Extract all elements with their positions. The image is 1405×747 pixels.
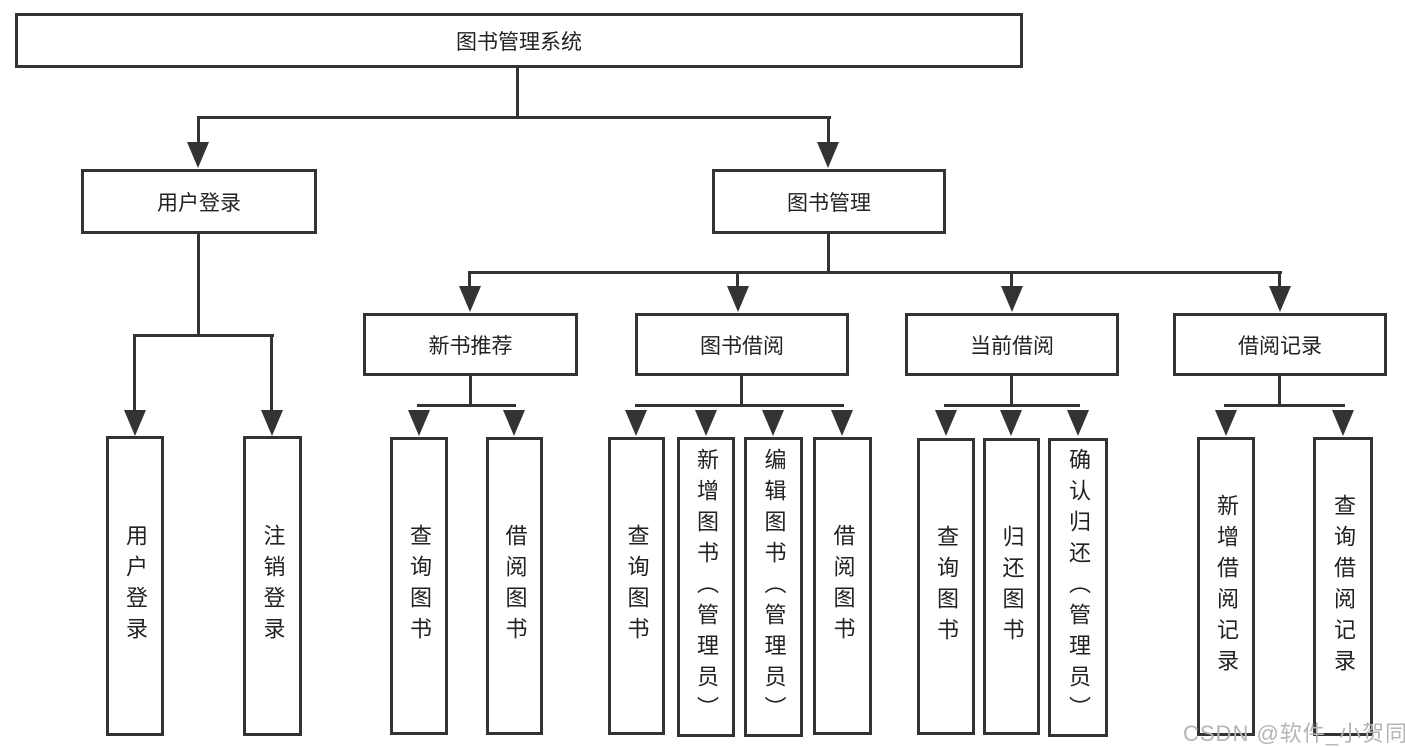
node-book-borrowing: 图书借阅: [635, 313, 849, 376]
arrow-down-icon: [1000, 410, 1022, 436]
leaf-borrowing-add-books-admin: 新增图书（管理员）: [677, 437, 735, 737]
connector-stem: [740, 376, 743, 406]
node-library-system: 图书管理系统: [15, 13, 1023, 68]
arrow-down-icon: [124, 410, 146, 436]
arrow-down-icon: [1001, 286, 1023, 312]
connector-rail: [133, 334, 274, 337]
connector-rail: [1224, 404, 1345, 407]
connector-stem: [197, 119, 200, 145]
leaf-user-login: 用户登录: [106, 436, 164, 736]
arrow-down-icon: [1067, 410, 1089, 436]
connector-stem: [827, 234, 830, 274]
leaf-current-return-books: 归还图书: [983, 438, 1040, 735]
connector-level2-rail: [468, 271, 1282, 274]
arrow-down-icon: [261, 410, 283, 436]
connector-rail: [417, 404, 516, 407]
arrow-down-icon: [831, 410, 853, 436]
leaf-records-add-record: 新增借阅记录: [1197, 437, 1255, 736]
arrow-down-icon: [1215, 410, 1237, 436]
connector-stem: [469, 376, 472, 406]
leaf-recommend-borrow-books: 借阅图书: [486, 437, 543, 735]
connector-stem: [133, 337, 136, 411]
connector-stem: [1278, 376, 1281, 406]
connector-level1-rail: [197, 116, 831, 119]
leaf-logout: 注销登录: [243, 436, 302, 736]
connector-stem: [197, 234, 200, 336]
leaf-current-confirm-return-admin: 确认归还（管理员）: [1048, 438, 1108, 737]
leaf-records-query-record: 查询借阅记录: [1313, 437, 1373, 736]
arrow-down-icon: [503, 410, 525, 436]
arrow-down-icon: [1332, 410, 1354, 436]
arrow-down-icon: [817, 142, 839, 168]
connector-stem: [1010, 376, 1013, 406]
csdn-watermark: CSDN @软件_小贺同学: [1183, 721, 1405, 746]
connector-stem: [270, 337, 273, 411]
leaf-borrowing-edit-books-admin: 编辑图书（管理员）: [744, 437, 803, 737]
connector-rail: [635, 404, 844, 407]
leaf-recommend-query-books: 查询图书: [390, 437, 448, 735]
leaf-current-query-books: 查询图书: [917, 438, 975, 735]
node-user-login: 用户登录: [81, 169, 317, 234]
leaf-borrowing-borrow-books: 借阅图书: [813, 437, 872, 735]
arrow-down-icon: [625, 410, 647, 436]
leaf-borrowing-query-books: 查询图书: [608, 437, 665, 735]
connector-rail: [944, 404, 1080, 407]
node-book-management: 图书管理: [712, 169, 946, 234]
arrow-down-icon: [727, 286, 749, 312]
connector-root-stem: [516, 68, 519, 118]
arrow-down-icon: [762, 410, 784, 436]
node-current-borrowing: 当前借阅: [905, 313, 1119, 376]
arrow-down-icon: [408, 410, 430, 436]
arrow-down-icon: [187, 142, 209, 168]
connector-stem: [1010, 274, 1013, 286]
arrow-down-icon: [1269, 286, 1291, 312]
arrow-down-icon: [459, 286, 481, 312]
connector-stem: [1278, 274, 1281, 286]
arrow-down-icon: [695, 410, 717, 436]
connector-stem: [827, 119, 830, 145]
connector-stem: [468, 274, 471, 286]
arrow-down-icon: [935, 410, 957, 436]
connector-stem: [736, 274, 739, 286]
node-new-book-recommendation: 新书推荐: [363, 313, 578, 376]
node-borrowing-records: 借阅记录: [1173, 313, 1387, 376]
